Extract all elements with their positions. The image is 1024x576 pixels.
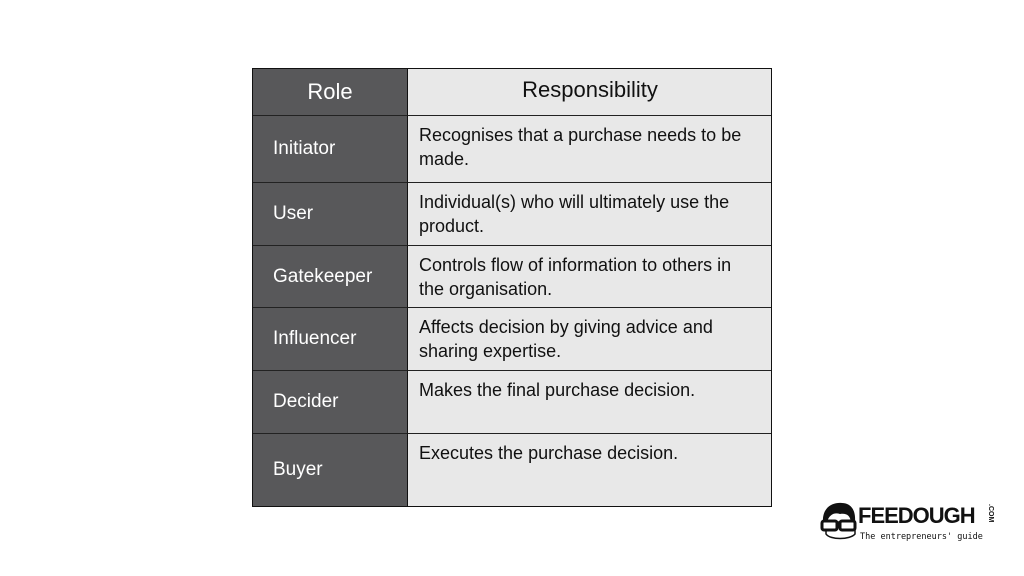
role-cell: Gatekeeper [253,246,408,308]
role-cell: Decider [253,371,408,434]
role-cell: Buyer [253,434,408,506]
logo-suffix: .COM [987,504,994,523]
header-responsibility: Responsibility [408,69,771,116]
role-cell: User [253,183,408,246]
roles-table: Role Responsibility Initiator Recognises… [252,68,772,507]
logo-tagline: The entrepreneurs' guide [860,532,983,542]
header-role: Role [253,69,408,116]
responsibility-cell: Executes the purchase decision. [408,434,771,506]
responsibility-cell: Controls flow of information to others i… [408,246,771,308]
responsibility-cell: Individual(s) who will ultimately use th… [408,183,771,246]
role-cell: Initiator [253,116,408,183]
face-with-glasses-icon [820,502,857,540]
responsibility-cell: Recognises that a purchase needs to be m… [408,116,771,183]
logo-wordmark: FEEDOUGH [858,503,976,528]
responsibility-cell: Affects decision by giving advice and sh… [408,308,771,371]
feedough-logo: FEEDOUGH .COM The entrepreneurs' guide [820,500,1000,545]
responsibility-cell: Makes the final purchase decision. [408,371,771,434]
role-cell: Influencer [253,308,408,371]
